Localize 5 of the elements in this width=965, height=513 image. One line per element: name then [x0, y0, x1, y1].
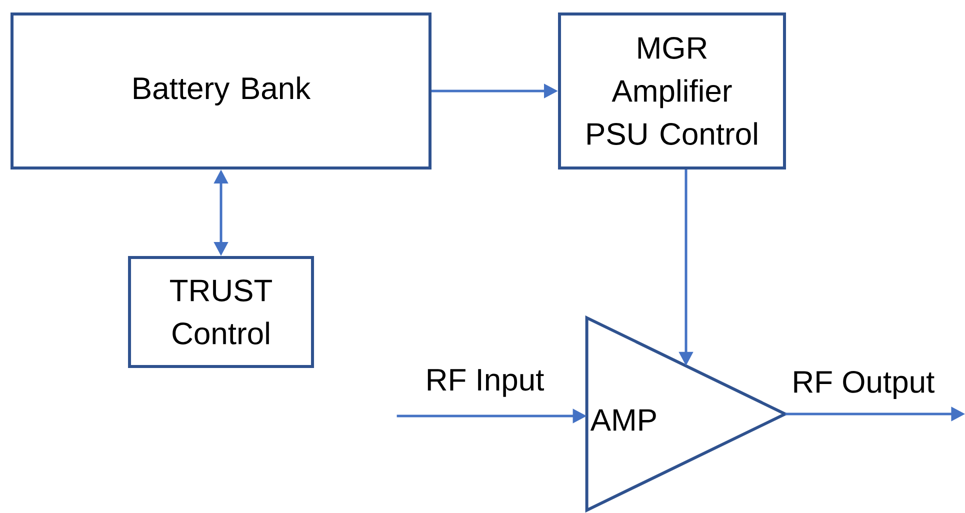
block-box: TRUST Control — [128, 256, 314, 368]
block-box: MGR Amplifier PSU Control — [558, 12, 786, 170]
edge-label: RF Output — [790, 370, 936, 400]
block-box: Battery Bank — [10, 12, 432, 170]
edge-label: RF Input — [424, 368, 546, 398]
